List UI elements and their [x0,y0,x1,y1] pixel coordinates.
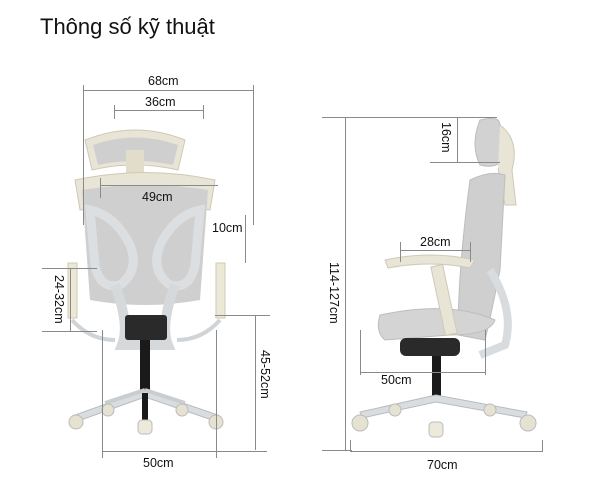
chair-back-view-image [67,129,226,435]
seat-depth-label: 50cm [381,373,412,387]
chair-side-view-image [351,117,537,438]
headrest-width-label: 36cm [145,95,176,109]
armrest-height-label: 24-32cm [52,275,66,324]
seat-height-label: 45-52cm [258,350,272,399]
base-width-label: 50cm [143,456,174,470]
base-depth-label: 70cm [427,458,458,472]
total-height-label: 114-127cm [327,262,341,324]
headrest-adjust-label: 16cm [439,122,453,153]
page-title: Thông số kỹ thuật [40,14,215,39]
backrest-width-label: 49cm [142,190,173,204]
lumbar-adjust-label: 10cm [212,221,243,235]
overall-width-label: 68cm [148,74,179,88]
armrest-depth-label: 28cm [420,235,451,249]
